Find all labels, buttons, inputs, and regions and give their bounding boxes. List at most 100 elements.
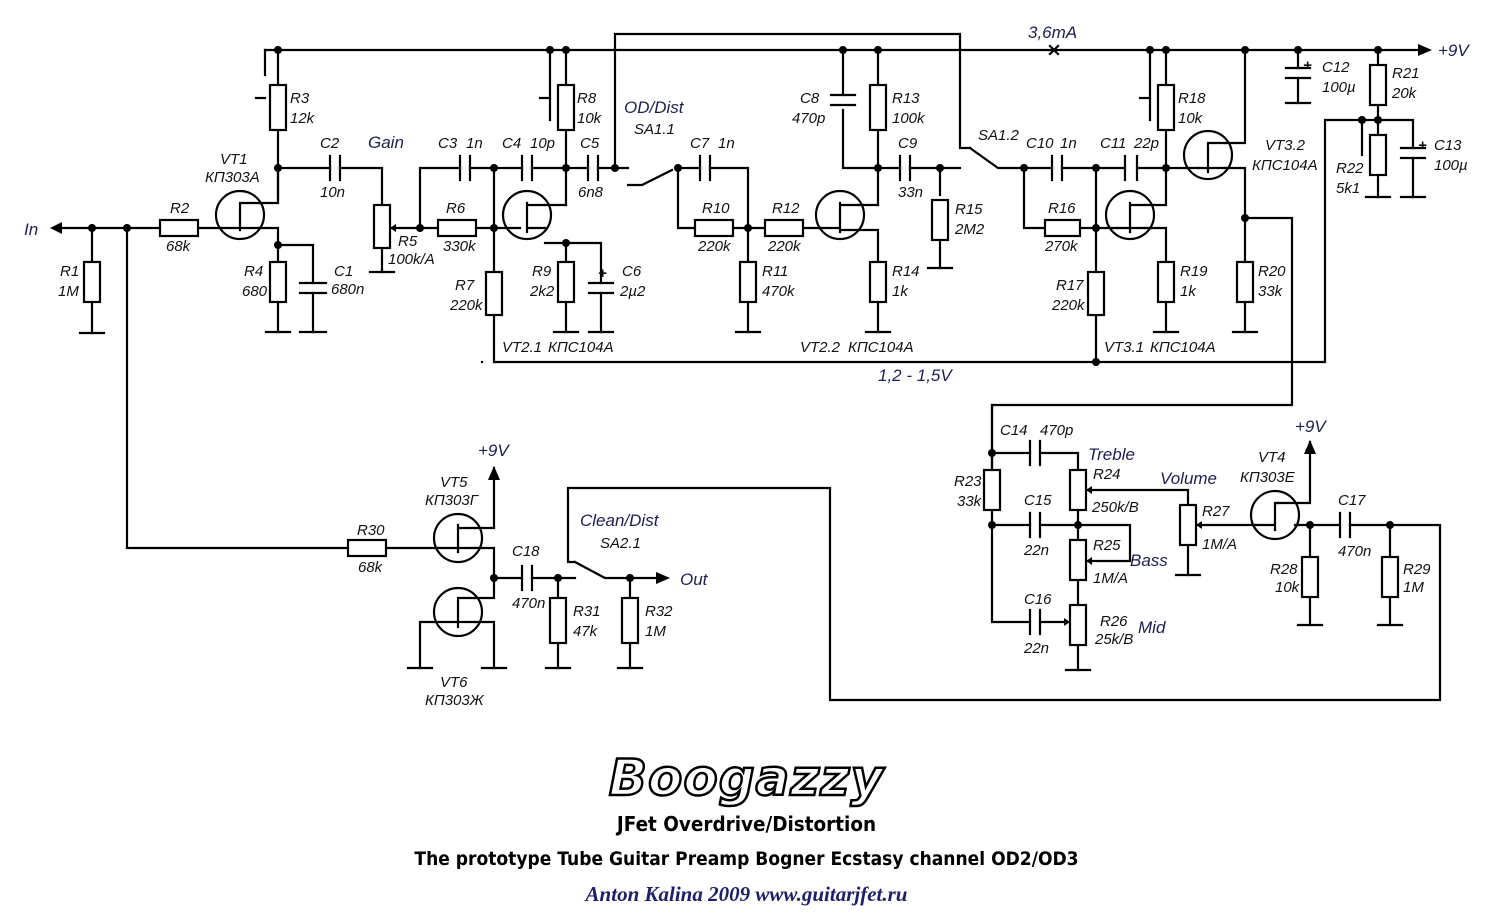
c5-value: 6n8 [578,184,604,201]
r13-body [868,83,888,132]
c8-ref: C8 [800,90,820,107]
r19-body [1156,260,1176,304]
transistor-symbols [214,129,1301,638]
vt4-part: КП303Е [1240,469,1296,486]
c11-ref: C11 [1100,135,1126,152]
r14-body [868,260,888,304]
r11-ref: R11 [762,263,788,280]
r10-ref: R10 [702,200,730,217]
c18-value: 470n [512,595,545,612]
r27-wiper-icon [1196,521,1202,529]
c10-ref: C10 [1026,135,1054,152]
r28-body [1300,555,1320,599]
c13-ref: C13 [1434,137,1462,154]
r3-ref: R3 [290,90,310,107]
c5-ref: C5 [580,135,600,152]
vt2-2-part: КПС104А [848,339,914,356]
r32-value: 1M [645,623,666,640]
r26-body[interactable] [1068,603,1088,647]
r23-value: 33k [957,493,983,510]
r5-body[interactable] [372,203,392,250]
input-arrow-icon [50,222,62,234]
capacitor-plates: + + + [298,57,1427,636]
r24-wiper-icon [1086,486,1092,494]
c2-ref: C2 [320,135,340,152]
sa2-1-label: SA2.1 [600,535,641,552]
c17-value: 470n [1338,543,1371,560]
r8-value: 10k [577,110,603,127]
supply-label: +9V [1438,41,1470,60]
r7-value: 220k [449,297,484,314]
vt2-1-part: КПС104А [548,339,614,356]
gain-control-label: Gain [368,133,404,152]
r8-body [556,83,576,132]
r11-value: 470k [762,283,796,300]
vt1-symbol [214,189,266,241]
r13-value: 100k [892,110,926,127]
r6-ref: R6 [446,200,466,217]
r10-body [693,218,735,238]
r4-ref: R4 [244,263,263,280]
r12-value: 220k [767,238,802,255]
bass-control-label: Bass [1130,551,1168,570]
r21-ref: R21 [1392,65,1420,82]
vt5-ref: VT5 [440,474,468,491]
vt3-1-symbol [1104,189,1156,241]
r12-body [763,218,805,238]
vt4-supply-arrow-icon [1304,440,1316,454]
r25-value: 1M/A [1093,570,1128,587]
r26-value: 25k/B [1094,631,1133,648]
output-label: Out [680,570,709,589]
r24-value: 250k/B [1091,499,1139,516]
r29-body [1380,555,1400,599]
r30-value: 68k [358,559,384,576]
r25-ref: R25 [1093,537,1121,554]
c4-value: 10p [530,135,555,152]
volume-control-label: Volume [1160,469,1217,488]
r24-ref: R24 [1093,466,1121,483]
r2-ref: R2 [170,200,190,217]
r15-value: 2M2 [954,221,985,238]
c14-value: 470p [1040,422,1073,439]
r31-value: 47k [573,623,599,640]
wires [58,32,1442,702]
vt1-part: КП303А [205,169,260,186]
ground-symbols [78,101,1427,672]
bias-voltage-label: 1,2 - 1,5V [878,366,953,385]
c9-ref: C9 [898,135,918,152]
vt6-ref: VT6 [440,674,468,691]
vt5-symbol [432,512,484,564]
r18-body [1156,83,1176,132]
vt2-1-ref: VT2.1 [502,339,542,356]
od-dist-control-label: OD/Dist [624,98,685,117]
r19-value: 1k [1180,283,1197,300]
r9-body [556,260,576,304]
input-label: In [24,220,38,239]
r8-ref: R8 [577,90,597,107]
c6-ref: C6 [622,263,642,280]
r29-ref: R29 [1403,561,1431,578]
r27-body[interactable] [1178,503,1198,547]
r26-ref: R26 [1100,613,1128,630]
r12-ref: R12 [772,200,800,217]
r22-ref: R22 [1336,160,1364,177]
treble-control-label: Treble [1088,445,1135,464]
r19-ref: R19 [1180,263,1208,280]
r25-body[interactable] [1068,538,1088,582]
r29-value: 1M [1403,579,1424,596]
c7-value: 1n [718,135,735,152]
vt3-2-part: КПС104А [1252,157,1318,174]
r20-body [1235,260,1255,304]
vt3-1-part: КПС104А [1150,339,1216,356]
c1-value: 680n [331,281,364,298]
r14-ref: R14 [892,263,920,280]
r24-body[interactable] [1068,468,1088,512]
r25-wiper-icon [1086,557,1092,565]
svg-text:+: + [1418,137,1427,154]
r16-ref: R16 [1048,200,1076,217]
r6-body [436,218,478,238]
r15-body [930,198,950,242]
r28-ref: R28 [1270,561,1298,578]
sa1-1-label: SA1.1 [634,121,675,138]
supply-arrow-icon [1418,44,1432,56]
